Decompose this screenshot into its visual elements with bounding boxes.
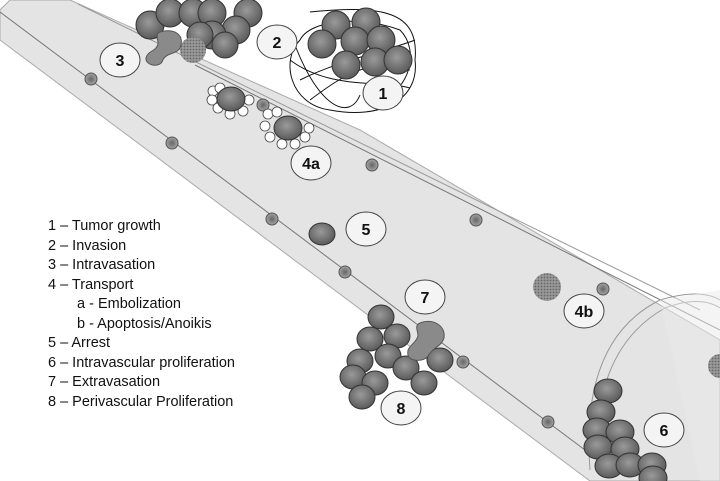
step-label-1: 1 xyxy=(362,75,404,111)
step-label-6: 6 xyxy=(643,412,685,448)
svg-text:5: 5 xyxy=(362,222,371,239)
svg-text:7: 7 xyxy=(421,290,430,307)
endothelial-cell xyxy=(541,415,555,429)
svg-text:4a: 4a xyxy=(302,156,320,173)
step-label-2: 2 xyxy=(256,24,298,60)
endothelial-cell xyxy=(265,212,279,226)
endothelial-cell xyxy=(256,98,270,112)
legend-item: 5 – Arrest xyxy=(48,335,111,351)
intravasating-cell xyxy=(145,30,182,66)
intravascular-cluster xyxy=(582,378,668,481)
endothelial-cell xyxy=(338,265,352,279)
endothelial-cell xyxy=(596,282,610,296)
endothelial-cell xyxy=(165,136,179,150)
endothelial-cells xyxy=(84,72,610,429)
legend: 1 – Tumor growth 2 – Invasion 3 – Intrav… xyxy=(48,217,235,412)
endothelial-cell xyxy=(365,158,379,172)
step-label-3: 3 xyxy=(99,42,141,78)
primary-tumor xyxy=(289,7,416,114)
arrested-cell xyxy=(308,222,336,246)
legend-subitem: a - Embolization xyxy=(77,296,181,312)
legend-item: 7 – Extravasation xyxy=(48,374,161,390)
apoptotic-cell-4b xyxy=(533,273,561,301)
perivascular-cluster xyxy=(339,304,454,410)
extravasating-cell xyxy=(407,320,445,361)
svg-text:8: 8 xyxy=(397,401,406,418)
legend-item: 3 – Intravasation xyxy=(48,257,156,273)
legend-item: 1 – Tumor growth xyxy=(48,218,161,234)
svg-text:3: 3 xyxy=(116,53,125,70)
endothelial-cell xyxy=(456,355,470,369)
svg-text:1: 1 xyxy=(379,86,388,103)
step-label-7: 7 xyxy=(404,279,446,315)
legend-item: 6 – Intravascular proliferation xyxy=(48,354,235,371)
svg-text:2: 2 xyxy=(273,35,282,52)
legend-subitem: b - Apoptosis/Anoikis xyxy=(77,315,212,332)
apoptotic-cell-edge xyxy=(708,354,720,378)
step-label-8: 8 xyxy=(380,390,422,426)
endothelial-cell xyxy=(469,213,483,227)
svg-text:6: 6 xyxy=(660,423,669,440)
emboli xyxy=(206,82,315,150)
step-label-5: 5 xyxy=(345,211,387,247)
legend-item: 4 – Transport xyxy=(48,276,134,293)
step-label-4b: 4b xyxy=(563,293,605,329)
legend-item: 2 – Invasion xyxy=(48,237,127,254)
legend-item: 8 – Perivascular Proliferation xyxy=(48,393,234,410)
apoptotic-cell xyxy=(180,37,206,63)
endothelial-cell xyxy=(84,72,98,86)
svg-text:4b: 4b xyxy=(575,304,594,321)
step-label-4a: 4a xyxy=(290,145,332,181)
